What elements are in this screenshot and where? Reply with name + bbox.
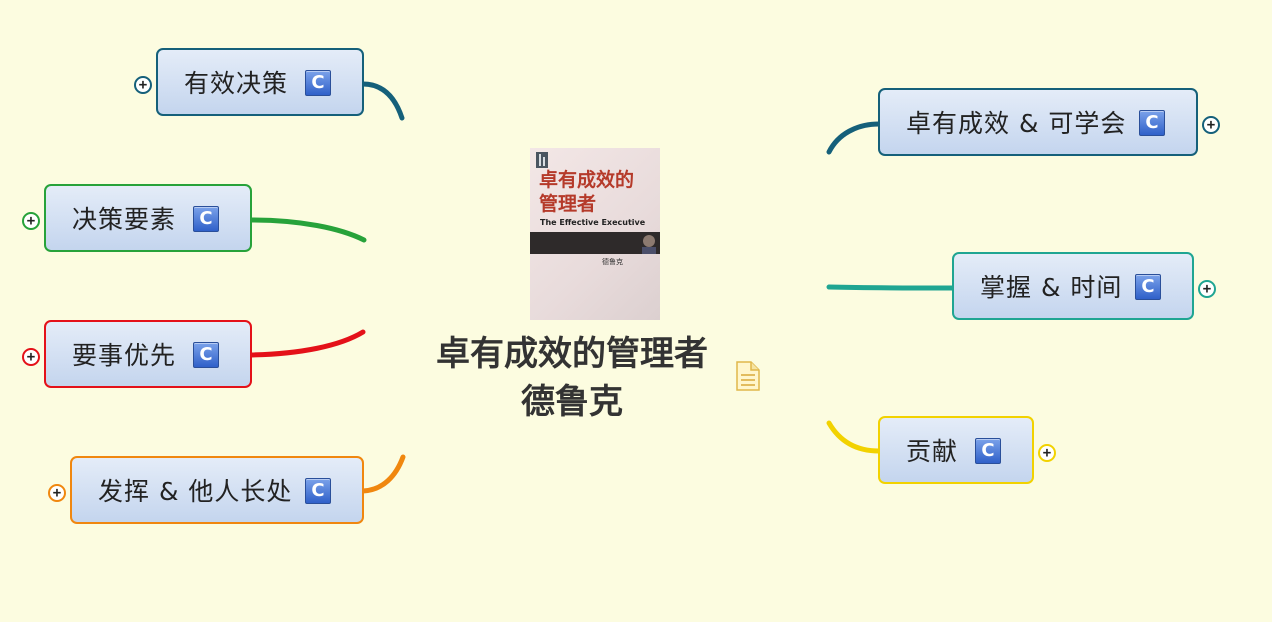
connector-t1 — [360, 81, 405, 121]
central-topic-line-2: 德鲁克 — [521, 382, 623, 422]
c-badge-icon[interactable]: C — [1135, 274, 1161, 300]
c-badge-icon[interactable]: C — [305, 70, 331, 96]
publisher-logo-icon — [536, 152, 548, 168]
topic-contribution[interactable]: 贡献 C — [878, 416, 1034, 484]
topic-first-things-first[interactable]: 要事优先 C — [44, 320, 252, 388]
expand-topic-effectiveness-learnable[interactable]: + — [1202, 116, 1220, 134]
central-topic-title[interactable]: 卓有成效的管理者 德鲁克 — [400, 330, 744, 426]
topic-label: 有效决策 — [184, 69, 289, 98]
topic-decision-elements[interactable]: 决策要素 C — [44, 184, 252, 252]
book-title-line-2: 管理者 — [539, 193, 597, 215]
topic-label: 贡献 — [906, 437, 959, 466]
c-badge-icon[interactable]: C — [193, 206, 219, 232]
topic-label: 掌握 & 时间 — [980, 273, 1123, 302]
topic-label: 决策要素 — [72, 205, 177, 234]
connector-t2 — [248, 217, 367, 243]
c-badge-icon[interactable]: C — [1139, 110, 1165, 136]
author-portrait-icon — [642, 235, 656, 254]
book-cover-title: 卓有成效的 管理者 — [539, 168, 655, 216]
c-badge-icon[interactable]: C — [975, 438, 1001, 464]
expand-topic-contribution[interactable]: + — [1038, 444, 1056, 462]
topic-label: 发挥 & 他人长处 — [98, 477, 293, 506]
connector-t6 — [826, 284, 955, 291]
connector-t4 — [360, 454, 406, 494]
connector-t7 — [826, 420, 882, 454]
topic-label: 卓有成效 & 可学会 — [906, 109, 1127, 138]
book-cover-subtitle: The Effective Executive — [540, 218, 646, 227]
note-icon[interactable] — [736, 361, 760, 391]
topic-label: 要事优先 — [72, 341, 177, 370]
c-badge-icon[interactable]: C — [305, 478, 331, 504]
c-badge-icon[interactable]: C — [193, 342, 219, 368]
expand-topic-leverage-strengths[interactable]: + — [48, 484, 66, 502]
topic-master-time[interactable]: 掌握 & 时间 C — [952, 252, 1194, 320]
book-title-line-1: 卓有成效的 — [539, 169, 635, 191]
book-cover-stripe — [530, 232, 660, 254]
expand-topic-effective-decision[interactable]: + — [134, 76, 152, 94]
topic-leverage-strengths[interactable]: 发挥 & 他人长处 C — [70, 456, 364, 524]
expand-topic-decision-elements[interactable]: + — [22, 212, 40, 230]
central-topic-book-cover-image[interactable]: 卓有成效的 管理者 The Effective Executive 德鲁克 — [530, 148, 660, 320]
book-cover-author: 德鲁克 — [602, 258, 623, 266]
topic-effectiveness-learnable[interactable]: 卓有成效 & 可学会 C — [878, 88, 1198, 156]
topic-effective-decision[interactable]: 有效决策 C — [156, 48, 364, 116]
expand-topic-first-things-first[interactable]: + — [22, 348, 40, 366]
connector-t3 — [248, 329, 366, 358]
connector-t5 — [826, 121, 882, 155]
central-topic-line-1: 卓有成效的管理者 — [436, 334, 708, 374]
expand-topic-master-time[interactable]: + — [1198, 280, 1216, 298]
